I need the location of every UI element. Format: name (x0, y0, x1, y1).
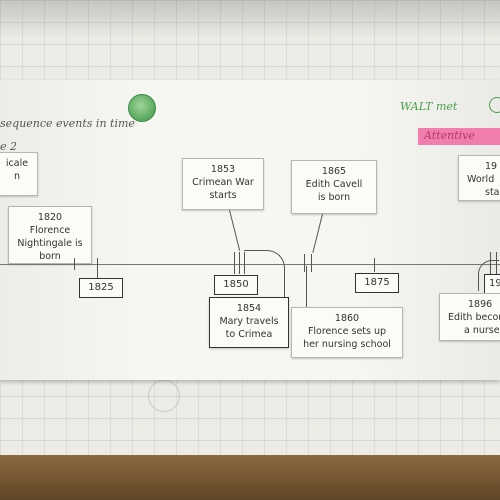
attentive-label: Attentive (424, 129, 475, 142)
year-marker-1900: 19 (484, 274, 500, 294)
connector-line (306, 266, 307, 308)
card-line: star (485, 187, 500, 198)
card-year: 1865 (321, 166, 347, 177)
worksheet-subtitle: e 2 (0, 140, 18, 153)
timeline-tick (234, 252, 235, 274)
timeline-tick (239, 252, 240, 274)
green-sticker (128, 94, 156, 122)
card-line: her nursing school (303, 339, 391, 350)
event-card-1860: 1860 Florence sets up her nursing school (291, 307, 403, 358)
card-line: born (39, 251, 61, 262)
wooden-table (0, 455, 500, 500)
card-line: n (13, 171, 21, 182)
card-line: Crimean War (192, 177, 254, 188)
event-card-partial-right: 19 World star (458, 155, 500, 201)
worksheet-title: sequence events in time (0, 117, 135, 130)
card-line: Nightingale is (17, 238, 83, 249)
smiley-icon (489, 97, 500, 113)
connector-curve (478, 260, 499, 291)
event-card-1865: 1865 Edith Cavell is born (291, 160, 377, 214)
card-line: Edith Cavell (305, 179, 363, 190)
timeline-tick (304, 254, 305, 272)
walt-note: WALT met (400, 100, 458, 113)
event-card-1896: 1896 Edith becom a nurse (439, 293, 500, 341)
connector-curve (244, 250, 285, 301)
card-line: World (467, 174, 495, 185)
timeline-tick (74, 258, 75, 270)
card-line: to Crimea (225, 329, 273, 340)
event-card-1820: 1820 Florence Nightingale is born (8, 206, 92, 264)
year-marker-1825: 1825 (79, 278, 123, 298)
card-year: 1860 (334, 313, 360, 324)
card-line: Florence sets up (307, 326, 387, 337)
timeline-tick (374, 258, 375, 272)
timeline-tick (311, 254, 312, 272)
pencil-mark (148, 380, 180, 412)
year-marker-1875: 1875 (355, 273, 399, 293)
card-line: Florence (29, 225, 71, 236)
card-year: 1854 (236, 303, 262, 314)
event-card-partial-left: icale n (0, 152, 38, 196)
card-line: Mary travels (219, 316, 279, 327)
card-year: 1853 (210, 164, 236, 175)
card-line: Edith becom (448, 312, 500, 323)
event-card-1854: 1854 Mary travels to Crimea (209, 297, 289, 348)
card-year: 1896 (468, 299, 493, 310)
card-line: starts (209, 190, 237, 201)
card-year: 19 (485, 161, 498, 172)
year-marker-1850: 1850 (214, 275, 258, 295)
card-year: 1820 (37, 212, 63, 223)
timeline-tick (97, 258, 98, 278)
pink-highlight (418, 128, 500, 145)
card-line: icale (5, 158, 29, 169)
event-card-1853: 1853 Crimean War starts (182, 158, 264, 210)
card-line: is born (317, 192, 351, 203)
card-line: a nurse (464, 325, 500, 336)
